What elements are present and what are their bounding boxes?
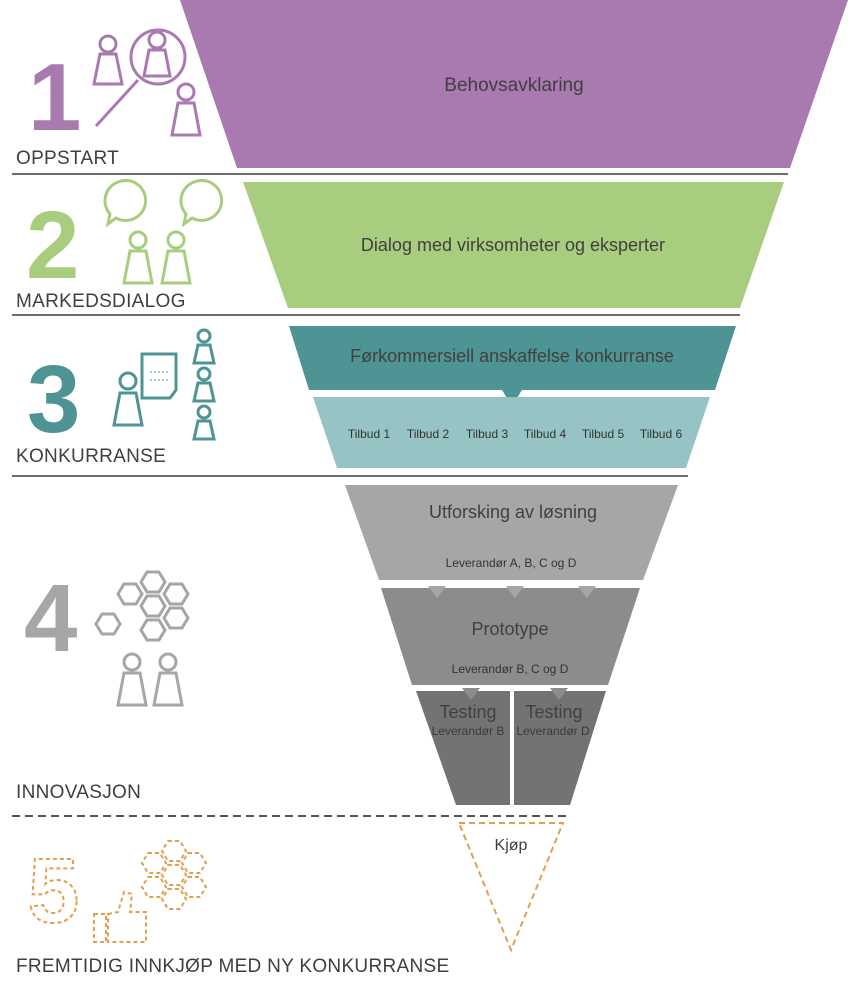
funnel-utforsking-label: Utforsking av løsning [429, 502, 597, 522]
funnel-dialog-label: Dialog med virksomheter og eksperter [361, 235, 665, 255]
stage-1-number: 1 [28, 44, 81, 151]
stage-1-people-search-icon [92, 28, 202, 137]
stage-5-label: FREMTIDIG INNKJØP MED NY KONKURRANSE [16, 956, 449, 977]
testing-left-sub: Leverandør B [432, 724, 505, 738]
testing-left-label: Testing [439, 702, 496, 722]
arrow-a [428, 586, 446, 598]
funnel-kjop-shape [457, 822, 565, 953]
tilbud-2: Tilbud 2 [407, 427, 450, 441]
funnel-testing-right-shape [514, 691, 606, 805]
stage-2-dialog-icon [103, 178, 224, 285]
testing-right-label: Testing [525, 702, 582, 722]
stage-4-label: INNOVASJON [16, 782, 141, 803]
arrow-d [462, 688, 480, 700]
funnel-konkurranse-shape [289, 326, 736, 406]
tilbud-4: Tilbud 4 [524, 427, 567, 441]
stage-4-hexagon-people-icon [94, 570, 190, 707]
stage-5-thumbs-up-hexagon-icon [93, 840, 208, 943]
stage-2-number: 2 [26, 192, 79, 299]
stage-1-label: OPPSTART [16, 148, 119, 169]
arrow-e [550, 688, 568, 700]
stage-3-label: KONKURRANSE [16, 446, 166, 467]
funnel-dialog-shape [243, 182, 784, 308]
funnel-behov-shape [180, 0, 848, 168]
stage-2-label: MARKEDSDIALOG [16, 291, 186, 312]
funnel-utforsking-sub: Leverandør A, B, C og D [446, 556, 577, 570]
arrow-c [578, 586, 596, 598]
stage-3-document-people-icon [112, 328, 216, 441]
arrow-b [506, 586, 524, 598]
testing-right-sub: Leverandør D [516, 724, 590, 738]
funnel-utforsking-shape-fill [345, 485, 678, 580]
tilbud-6: Tilbud 6 [640, 427, 683, 441]
funnel-prototype-shape [381, 588, 640, 685]
tilbud-row: Tilbud 1 Tilbud 2 Tilbud 3 Tilbud 4 Tilb… [348, 427, 683, 441]
funnel-behov-label: Behovsavklaring [444, 75, 583, 96]
funnel-tilbud-shape [313, 397, 710, 468]
funnel-kjop-label: Kjøp [495, 837, 528, 854]
stage-3-number: 3 [27, 346, 80, 453]
tilbud-5: Tilbud 5 [582, 427, 625, 441]
stage-5-number: 5 [28, 840, 79, 942]
funnel-testing-left-shape [416, 691, 510, 805]
stage-4-number: 4 [24, 565, 77, 672]
tilbud-3: Tilbud 3 [466, 427, 509, 441]
tilbud-1: Tilbud 1 [348, 427, 391, 441]
funnel-prototype-sub: Leverandør B, C og D [452, 662, 569, 676]
funnel-prototype-label: Prototype [471, 619, 548, 639]
funnel-konkurranse-label: Førkommersiell anskaffelse konkurranse [350, 346, 674, 366]
